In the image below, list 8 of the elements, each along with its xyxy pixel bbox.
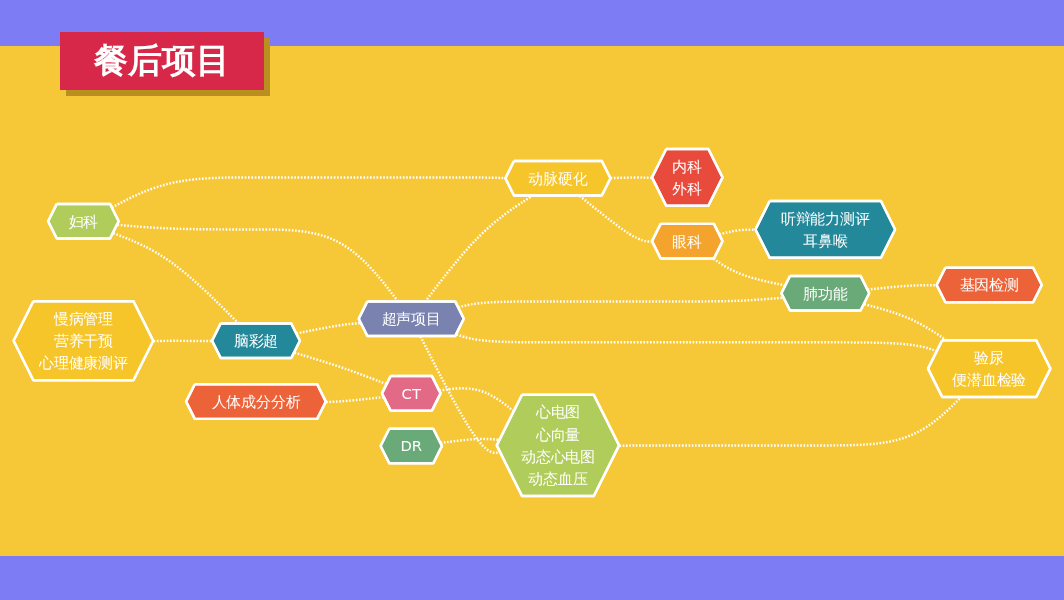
connector bbox=[719, 228, 756, 236]
connector bbox=[458, 295, 784, 309]
connector bbox=[296, 321, 362, 335]
connector bbox=[439, 386, 515, 413]
connector bbox=[867, 283, 938, 291]
connector bbox=[419, 335, 501, 454]
connector bbox=[153, 339, 213, 342]
connector bbox=[619, 396, 962, 447]
